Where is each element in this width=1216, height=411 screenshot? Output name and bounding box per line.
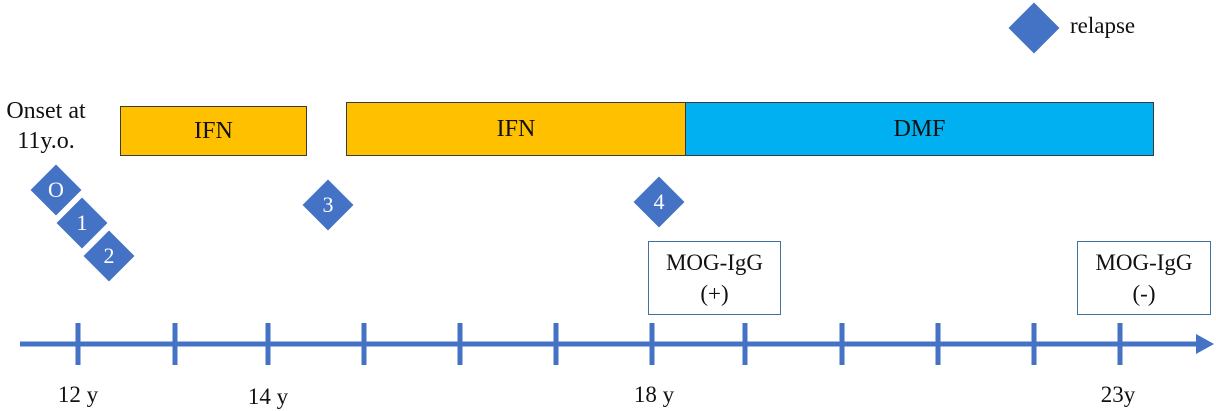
test-box-line2: (+)	[700, 281, 729, 306]
treatment-bar-label: DMF	[893, 115, 946, 142]
relapse-diamond-1: 1	[56, 197, 108, 249]
test-box-mog-positive: MOG-IgG (+)	[648, 241, 781, 315]
onset-label-line1: Onset at	[6, 98, 86, 124]
onset-label-line2: 11y.o.	[17, 128, 75, 154]
test-box-line1: MOG-IgG	[1095, 249, 1193, 275]
treatment-bar-ifn-1: IFN	[120, 106, 307, 156]
timeline-label-18y: 18 y	[633, 382, 675, 407]
legend-relapse-label: relapse	[1070, 13, 1136, 38]
test-box-line2: (-)	[1132, 281, 1156, 306]
relapse-diamond-2: 2	[83, 230, 135, 282]
test-box-mog-negative: MOG-IgG (-)	[1077, 241, 1211, 315]
timeline-ticks	[75, 323, 1123, 365]
treatment-bar-label: IFN	[194, 117, 233, 144]
timeline-label-23y: 23y	[1100, 382, 1136, 407]
relapse-diamond-4: 4	[633, 176, 685, 228]
relapse-number: O	[48, 177, 64, 202]
relapse-diamond-3: 3	[302, 179, 354, 231]
treatment-bar-dmf: DMF	[685, 102, 1154, 156]
timeline-arrowhead-icon	[1196, 334, 1214, 354]
relapse-diamond-onset: O	[30, 164, 82, 216]
relapse-number: 1	[76, 210, 88, 235]
relapse-number: 3	[322, 192, 334, 217]
test-box-line1: MOG-IgG	[665, 249, 764, 275]
relapse-number: 4	[653, 189, 665, 214]
treatment-bar-label: IFN	[496, 115, 536, 142]
timeline-label-14y: 14 y	[247, 384, 289, 409]
treatment-bar-ifn-2: IFN	[346, 102, 686, 156]
relapse-number: 2	[103, 243, 115, 268]
onset-label: Onset at 11y.o.	[0, 96, 92, 156]
timeline-label-12y: 12 y	[57, 382, 99, 407]
